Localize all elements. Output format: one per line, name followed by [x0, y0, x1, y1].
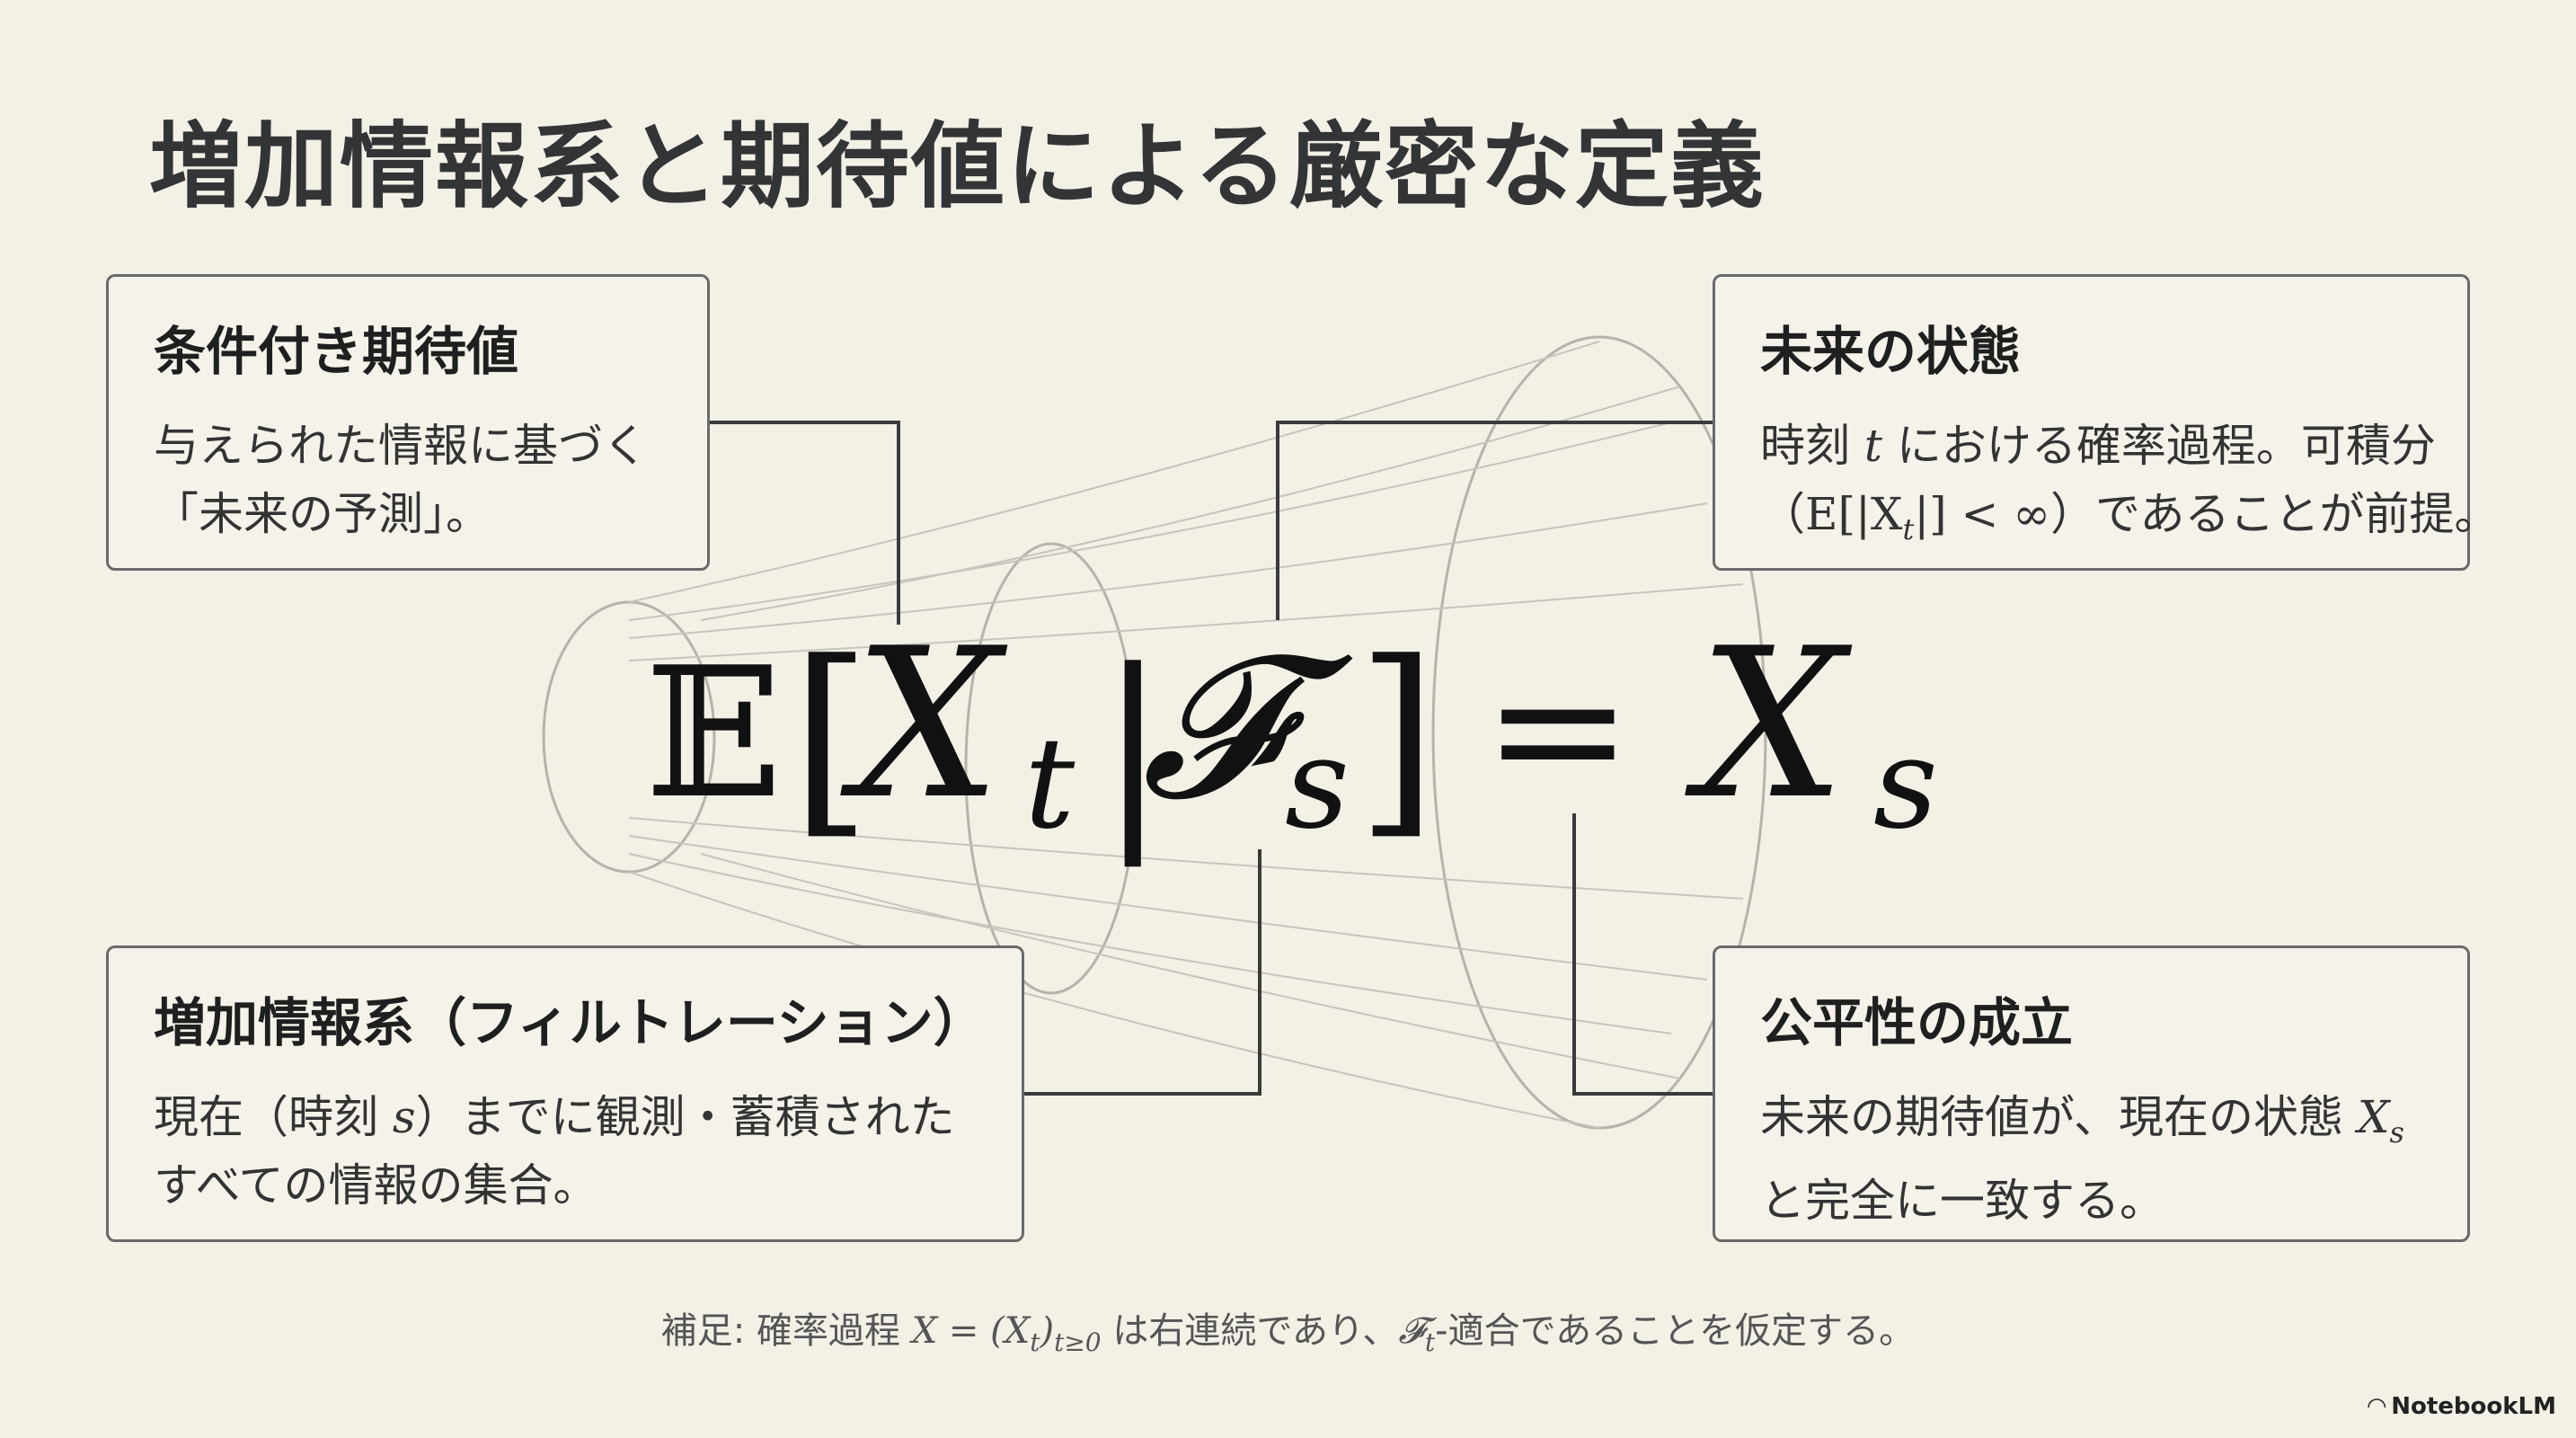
box-title: 条件付き期待値 [154, 321, 519, 382]
footnote: 補足: 確率過程 X = (Xt)t≥0 は右連続であり、𝓕t-適合であることを… [0, 1301, 2576, 1357]
page-title: 増加情報系と期待値による厳密な定義 [149, 111, 1766, 221]
box-body: 現在（時刻 s）までに観測・蓄積された すべての情報の集合。 [154, 1083, 978, 1220]
martingale-formula: 𝔼 [ X t | 𝓕 s ] = X s [645, 605, 1938, 867]
formula-rhs-subscript-s: s [1873, 711, 1938, 857]
text-fragment: 未来の期待値が、現在の状態 [1760, 1091, 2358, 1143]
future-state-box: 未来の状態 時刻 t における確率過程。可積分 （E[|Xt|] < ∞）である… [1713, 274, 2500, 571]
formula-subscript-t: t [1024, 711, 1076, 857]
funnel-lines [628, 341, 1744, 1129]
text-fragment: は右連続であり、 [1101, 1310, 1399, 1352]
math-expression: ) [1040, 1310, 1055, 1352]
formula-rhs-x: X [1685, 605, 1853, 845]
formula-conditional-bar: | [1098, 627, 1168, 867]
formula-x: X [840, 605, 1008, 845]
formula-left-bracket: [ [791, 618, 872, 858]
text-fragment: ）であることが前提。 [2050, 488, 2500, 540]
box-body: 時刻 t における確率過程。可積分 （E[|Xt|] < ∞）であることが前提。 [1760, 412, 2500, 564]
funnel-middle-ring [964, 542, 1138, 995]
connector-top-right [1276, 421, 1713, 620]
text-fragment: 時刻 [1760, 420, 1864, 472]
text-fragment: ）までに観測・蓄積された [415, 1091, 955, 1143]
math-variable: X [2357, 1091, 2390, 1143]
conditional-expectation-box: 条件付き期待値 与えられた情報に基づく 「未来の予測」。 [106, 274, 710, 571]
box-line: 未来の期待値が、現在の状態 Xs [1760, 1083, 2424, 1167]
box-body: 与えられた情報に基づく 「未来の予測」。 [154, 412, 664, 548]
math-expression: 𝓕 [1398, 1310, 1425, 1352]
math-variable: t [1863, 420, 1882, 472]
formula-subscript-s: s [1285, 711, 1350, 857]
math-subscript: t [1902, 512, 1915, 546]
connector-bottom-left [1024, 849, 1261, 1096]
connector-bottom-right [1572, 813, 1713, 1096]
box-title: 増加情報系（フィルトレーション） [154, 992, 986, 1053]
text-fragment: 現在（時刻 [154, 1091, 393, 1143]
math-subscript: s [2389, 1115, 2404, 1150]
math-subscript: t [1030, 1327, 1040, 1357]
formula-expectation-symbol: 𝔼 [645, 629, 782, 839]
box-body: 未来の期待値が、現在の状態 Xs と完全に一致する。 [1760, 1083, 2424, 1235]
filtration-box: 増加情報系（フィルトレーション） 現在（時刻 s）までに観測・蓄積された すべて… [106, 945, 1024, 1242]
math-subscript: t≥0 [1054, 1327, 1102, 1357]
box-title: 公平性の成立 [1760, 992, 2074, 1053]
math-subscript: t [1424, 1327, 1436, 1357]
notebooklm-logo-icon: ◠ [2368, 1393, 2386, 1420]
box-line: （E[|Xt|] < ∞）であることが前提。 [1760, 480, 2500, 564]
box-line: 「未来の予測」。 [154, 488, 491, 540]
math-variable: s [392, 1091, 416, 1143]
math-expression: X = (X [911, 1310, 1031, 1352]
math-expression: E[|X [1805, 488, 1903, 540]
box-line: すべての情報の集合。 [154, 1159, 598, 1212]
fairness-box: 公平性の成立 未来の期待値が、現在の状態 Xs と完全に一致する。 [1713, 945, 2470, 1242]
box-line: 現在（時刻 s）までに観測・蓄積された [154, 1083, 978, 1151]
box-line: 時刻 t における確率過程。可積分 [1760, 412, 2436, 480]
box-line: 与えられた情報に基づく [154, 420, 648, 472]
box-line: と完全に一致する。 [1760, 1175, 2164, 1227]
text-fragment: （ [1760, 488, 1805, 540]
text-fragment: 補足: 確率過程 [660, 1310, 912, 1352]
math-expression: |] < ∞ [1914, 488, 2050, 540]
notebooklm-brand: ◠NotebookLM [2368, 1393, 2556, 1420]
text-fragment: -適合であることを仮定する。 [1435, 1310, 1916, 1352]
formula-equals: = [1483, 625, 1633, 834]
brand-label: NotebookLM [2391, 1393, 2556, 1420]
box-title: 未来の状態 [1760, 321, 2022, 382]
text-fragment: における確率過程。可積分 [1882, 420, 2436, 472]
connector-top-left [710, 421, 900, 625]
connectors [710, 421, 1713, 1096]
formula-right-bracket: ] [1357, 618, 1438, 858]
